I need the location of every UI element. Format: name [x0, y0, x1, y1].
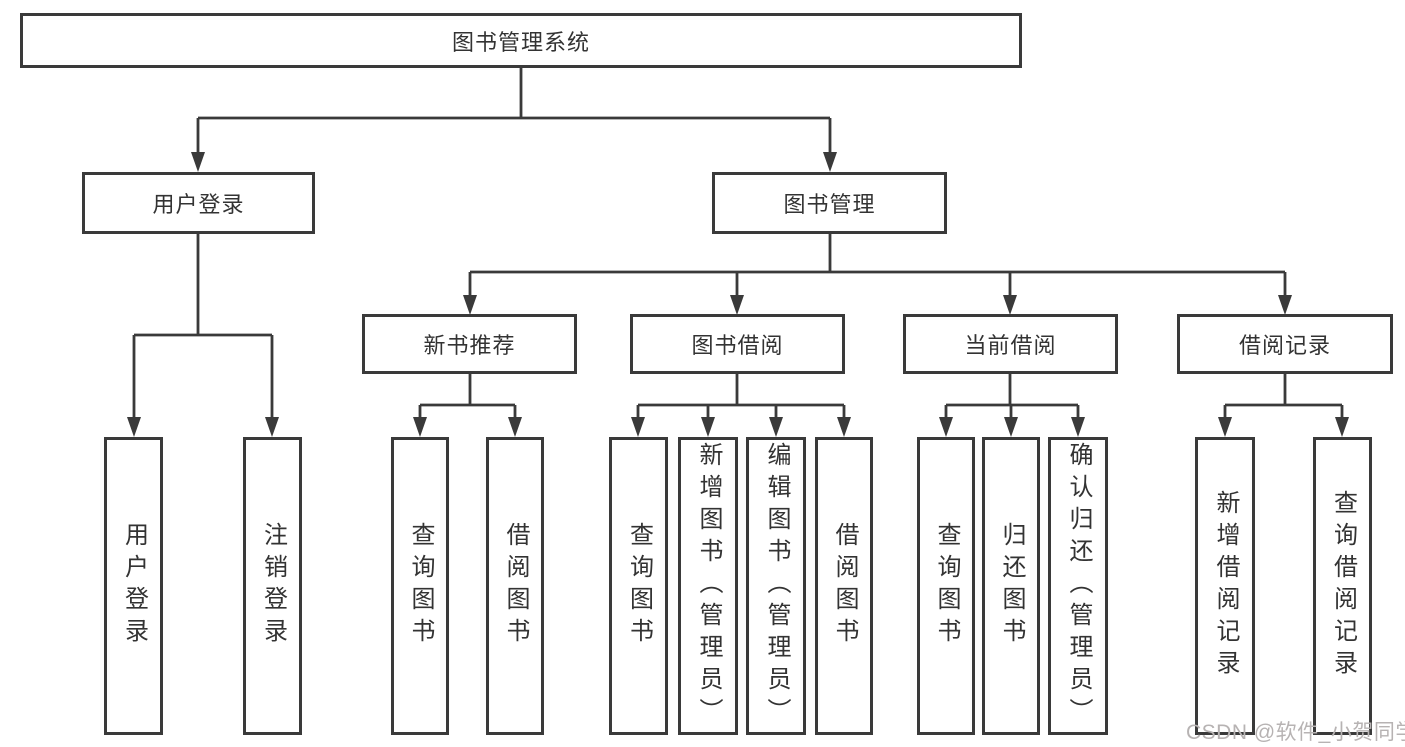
edges-borrow-record-children [1218, 374, 1349, 437]
leaf-borrow-query-books: 查询图书 [609, 437, 668, 735]
leaf-logout: 注销登录 [243, 437, 302, 735]
leaf-add-borrow-record: 新增借阅记录 [1195, 437, 1255, 735]
node-user-login: 用户登录 [82, 172, 315, 234]
node-book-borrow: 图书借阅 [630, 314, 845, 374]
edges-current-borrow-children [939, 374, 1085, 437]
leaf-borrow-query-books-label: 查询图书 [625, 522, 653, 650]
leaf-return-books-label: 归还图书 [998, 522, 1025, 650]
leaf-query-borrow-record: 查询借阅记录 [1313, 437, 1372, 735]
leaf-edit-books-admin: 编辑图书（管理员） [746, 437, 806, 735]
node-borrow-records: 借阅记录 [1177, 314, 1393, 374]
leaf-add-books-admin: 新增图书（管理员） [678, 437, 738, 735]
leaf-borrow-borrow-books: 借阅图书 [815, 437, 873, 735]
edges-user-login-children [127, 234, 279, 437]
leaf-confirm-return-admin: 确认归还（管理员） [1048, 437, 1108, 735]
edges-root-to-level2 [191, 68, 837, 172]
leaf-query-borrow-record-label: 查询借阅记录 [1329, 490, 1357, 682]
leaf-newrec-borrow-books-label: 借阅图书 [502, 522, 529, 650]
leaf-newrec-query-books-label: 查询图书 [407, 522, 434, 650]
edges-new-book-rec-children [413, 374, 522, 437]
leaf-confirm-return-admin-label: 确认归还（管理员） [1065, 442, 1092, 730]
leaf-add-books-admin-label: 新增图书（管理员） [695, 442, 722, 730]
leaf-add-borrow-record-label: 新增借阅记录 [1212, 490, 1239, 682]
leaf-user-login: 用户登录 [104, 437, 163, 735]
csdn-watermark: CSDN @软件_小贺同学 [1186, 721, 1405, 744]
node-current-borrow: 当前借阅 [903, 314, 1118, 374]
leaf-return-books: 归还图书 [982, 437, 1040, 735]
node-new-book-recommend: 新书推荐 [362, 314, 577, 374]
leaf-newrec-borrow-books: 借阅图书 [486, 437, 544, 735]
leaf-logout-label: 注销登录 [259, 522, 287, 650]
leaf-edit-books-admin-label: 编辑图书（管理员） [763, 442, 790, 730]
leaf-current-query-books: 查询图书 [917, 437, 975, 735]
node-book-management: 图书管理 [712, 172, 947, 234]
edges-book-borrow-children [631, 374, 851, 437]
leaf-current-query-books-label: 查询图书 [933, 522, 960, 650]
leaf-user-login-label: 用户登录 [120, 522, 148, 650]
edges-book-mgmt-children [463, 234, 1292, 315]
node-library-system: 图书管理系统 [20, 13, 1022, 68]
leaf-newrec-query-books: 查询图书 [391, 437, 449, 735]
leaf-borrow-borrow-books-label: 借阅图书 [831, 522, 858, 650]
